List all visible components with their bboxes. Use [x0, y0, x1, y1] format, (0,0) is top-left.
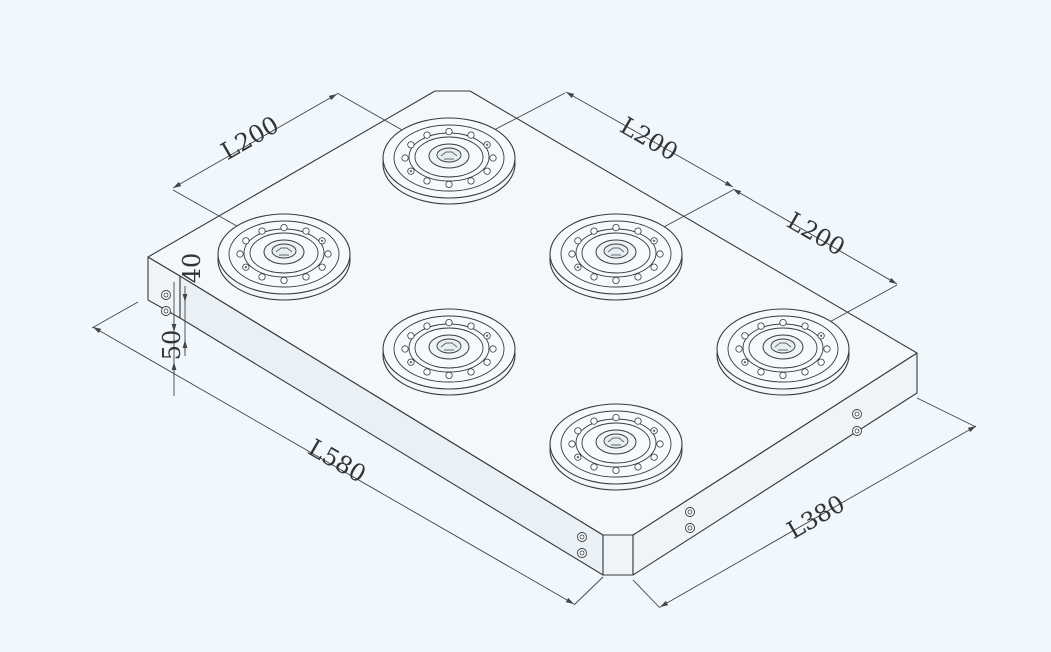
port-icon: [161, 290, 171, 300]
receiver-chuck: [549, 403, 683, 491]
port-icon: [852, 426, 862, 436]
port-icon: [577, 532, 587, 542]
receiver-chuck: [382, 117, 516, 205]
receiver-chuck: [217, 213, 351, 301]
dim-label-pitch-left: L200: [216, 111, 283, 166]
port-icon: [852, 409, 862, 419]
dim-label-pitch-right-lower: L200: [782, 207, 849, 262]
port-icon: [161, 306, 171, 316]
port-icon: [685, 523, 695, 533]
plate-corner-chamfer-face: [602, 534, 634, 576]
dim-label-thickness: 50: [158, 330, 186, 361]
receiver-chuck: [549, 213, 683, 301]
dim-label-width: L380: [782, 490, 849, 545]
receiver-chuck: [382, 308, 516, 396]
port-icon: [577, 548, 587, 558]
receiver-chuck: [716, 308, 850, 396]
dim-label-pitch-right-upper: L200: [615, 112, 682, 167]
dim-label-length: L580: [303, 434, 370, 489]
dimension-lines: [91, 91, 977, 609]
port-icon: [685, 507, 695, 517]
dim-label-edge-offset: 40: [178, 253, 206, 284]
